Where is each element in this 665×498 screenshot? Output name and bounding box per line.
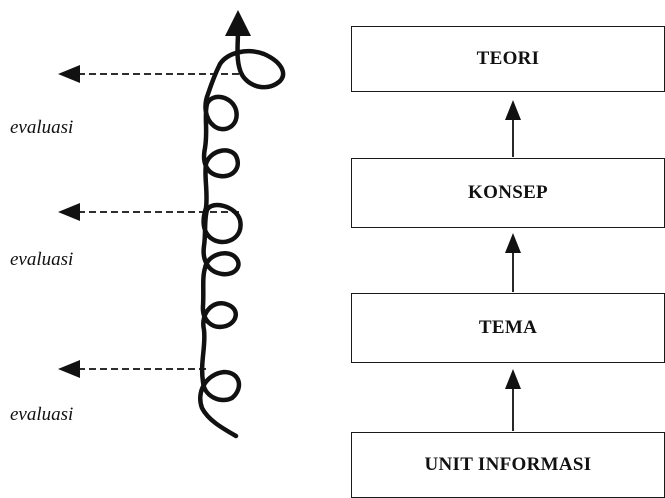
box-teori: TEORI xyxy=(351,26,665,92)
spiral-path xyxy=(198,27,286,439)
box-unit-informasi: UNIT INFORMASI xyxy=(351,432,665,498)
box-tema: TEMA xyxy=(351,293,665,363)
evaluation-label: evaluasi xyxy=(10,404,74,425)
spiral-arrowhead xyxy=(225,10,251,36)
arrow-unit-to-tema-head xyxy=(505,369,521,389)
box-teori-label: TEORI xyxy=(476,48,540,69)
eval-arrowhead-3 xyxy=(58,360,80,378)
box-unit-informasi-label: UNIT INFORMASI xyxy=(424,454,592,475)
box-konsep-label: KONSEP xyxy=(468,182,548,203)
evaluation-label: evaluasi xyxy=(10,117,74,138)
eval-arrowhead-1 xyxy=(58,65,80,83)
eval-arrowhead-2 xyxy=(58,203,80,221)
evaluation-label: evaluasi xyxy=(10,249,74,270)
box-tema-label: TEMA xyxy=(478,317,538,338)
arrow-konsep-to-teori-head xyxy=(505,100,521,120)
box-konsep: KONSEP xyxy=(351,158,665,228)
arrow-tema-to-konsep-head xyxy=(505,233,521,253)
